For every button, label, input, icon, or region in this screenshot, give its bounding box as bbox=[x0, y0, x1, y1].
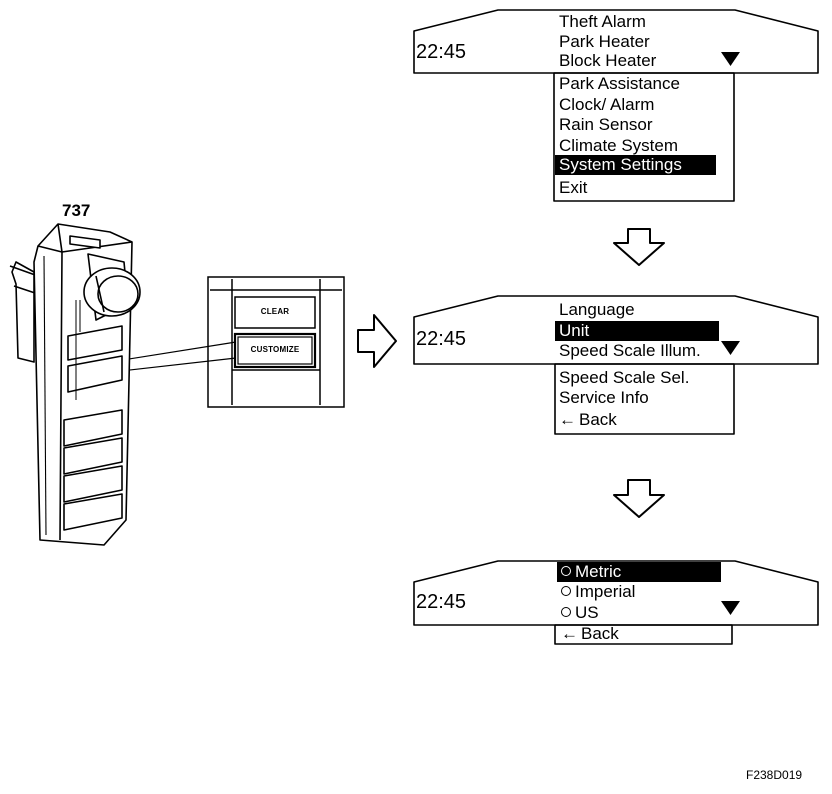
menu-item-label: Speed Scale Illum. bbox=[559, 341, 701, 360]
menu-item[interactable]: Climate System bbox=[555, 136, 725, 156]
menu-item[interactable]: Speed Scale Illum. bbox=[555, 341, 721, 361]
screen-unit-clock: 22:45 bbox=[416, 591, 467, 613]
menu-item[interactable]: US bbox=[557, 603, 717, 623]
menu-item-label: Language bbox=[559, 300, 635, 319]
arrow-down-icon bbox=[613, 479, 665, 518]
menu-item[interactable]: Clock/ Alarm bbox=[555, 95, 725, 115]
leader-line bbox=[109, 341, 237, 373]
menu-item[interactable]: Block Heater bbox=[555, 51, 715, 71]
radio-icon bbox=[561, 586, 571, 596]
menu-item-label: Park Heater bbox=[559, 32, 650, 51]
clear-button[interactable]: CLEAR bbox=[260, 307, 290, 316]
screen-unit-dropdown bbox=[554, 624, 733, 645]
menu-item-label: Service Info bbox=[559, 388, 649, 407]
menu-item-label: Back bbox=[579, 410, 617, 429]
menu-item-label: Block Heater bbox=[559, 51, 657, 70]
control-panel-callout bbox=[207, 276, 345, 408]
menu-item[interactable]: Rain Sensor bbox=[555, 115, 725, 135]
menu-item-label: Unit bbox=[559, 321, 590, 340]
menu-item[interactable]: Park Assistance bbox=[555, 74, 725, 94]
menu-item[interactable]: Language bbox=[555, 300, 715, 320]
menu-item-label: Theft Alarm bbox=[559, 12, 646, 31]
menu-item-label: US bbox=[575, 603, 599, 622]
screen-main-dropdown bbox=[553, 72, 735, 202]
menu-item[interactable]: Unit bbox=[555, 321, 719, 341]
menu-item-label: Clock/ Alarm bbox=[559, 95, 655, 114]
menu-item-label: Imperial bbox=[575, 582, 636, 601]
scroll-down-triangle-icon bbox=[721, 52, 740, 66]
arrow-right-icon bbox=[357, 314, 397, 368]
radio-icon bbox=[561, 607, 571, 617]
menu-item-label: Climate System bbox=[559, 136, 679, 155]
menu-item[interactable]: Imperial bbox=[557, 582, 717, 602]
menu-item-label: Speed Scale Sel. bbox=[559, 368, 690, 387]
menu-item[interactable]: Service Info bbox=[555, 388, 725, 408]
part-number-label: 737 bbox=[62, 201, 91, 220]
screen-main-clock: 22:45 bbox=[416, 41, 467, 63]
radio-icon bbox=[561, 566, 571, 576]
screen-main-frame bbox=[413, 9, 819, 74]
screen-settings-dropdown bbox=[554, 363, 735, 435]
menu-item[interactable]: Exit bbox=[555, 178, 725, 198]
menu-item-label: Rain Sensor bbox=[559, 115, 653, 134]
menu-item[interactable]: Metric bbox=[557, 562, 721, 582]
back-item[interactable]: ←Back bbox=[557, 624, 727, 644]
menu-item-label: System Settings bbox=[559, 155, 682, 174]
menu-item[interactable]: System Settings bbox=[555, 155, 716, 175]
screen-settings-frame bbox=[413, 295, 819, 365]
menu-item[interactable]: Speed Scale Sel. bbox=[555, 368, 725, 388]
scroll-down-triangle-icon bbox=[721, 341, 740, 355]
menu-item-label: Metric bbox=[575, 562, 622, 581]
menu-item-label: Park Assistance bbox=[559, 74, 680, 93]
back-arrow-icon: ← bbox=[559, 410, 576, 429]
menu-item-label: Exit bbox=[559, 178, 588, 197]
back-arrow-icon: ← bbox=[561, 624, 578, 643]
figure-code: F238D019 bbox=[746, 768, 803, 782]
screen-settings-clock: 22:45 bbox=[416, 328, 467, 350]
switch-unit-737 bbox=[9, 223, 141, 546]
scroll-down-triangle-icon bbox=[721, 601, 740, 615]
back-label: Back bbox=[581, 624, 619, 643]
menu-item[interactable]: Theft Alarm bbox=[555, 12, 715, 32]
menu-item[interactable]: ←Back bbox=[555, 410, 725, 430]
customize-button-outline bbox=[233, 332, 317, 369]
menu-item[interactable]: Park Heater bbox=[555, 32, 715, 52]
arrow-down-icon bbox=[613, 228, 665, 266]
customize-button[interactable]: CUSTOMIZE bbox=[250, 345, 300, 354]
screen-unit-frame bbox=[413, 560, 819, 626]
